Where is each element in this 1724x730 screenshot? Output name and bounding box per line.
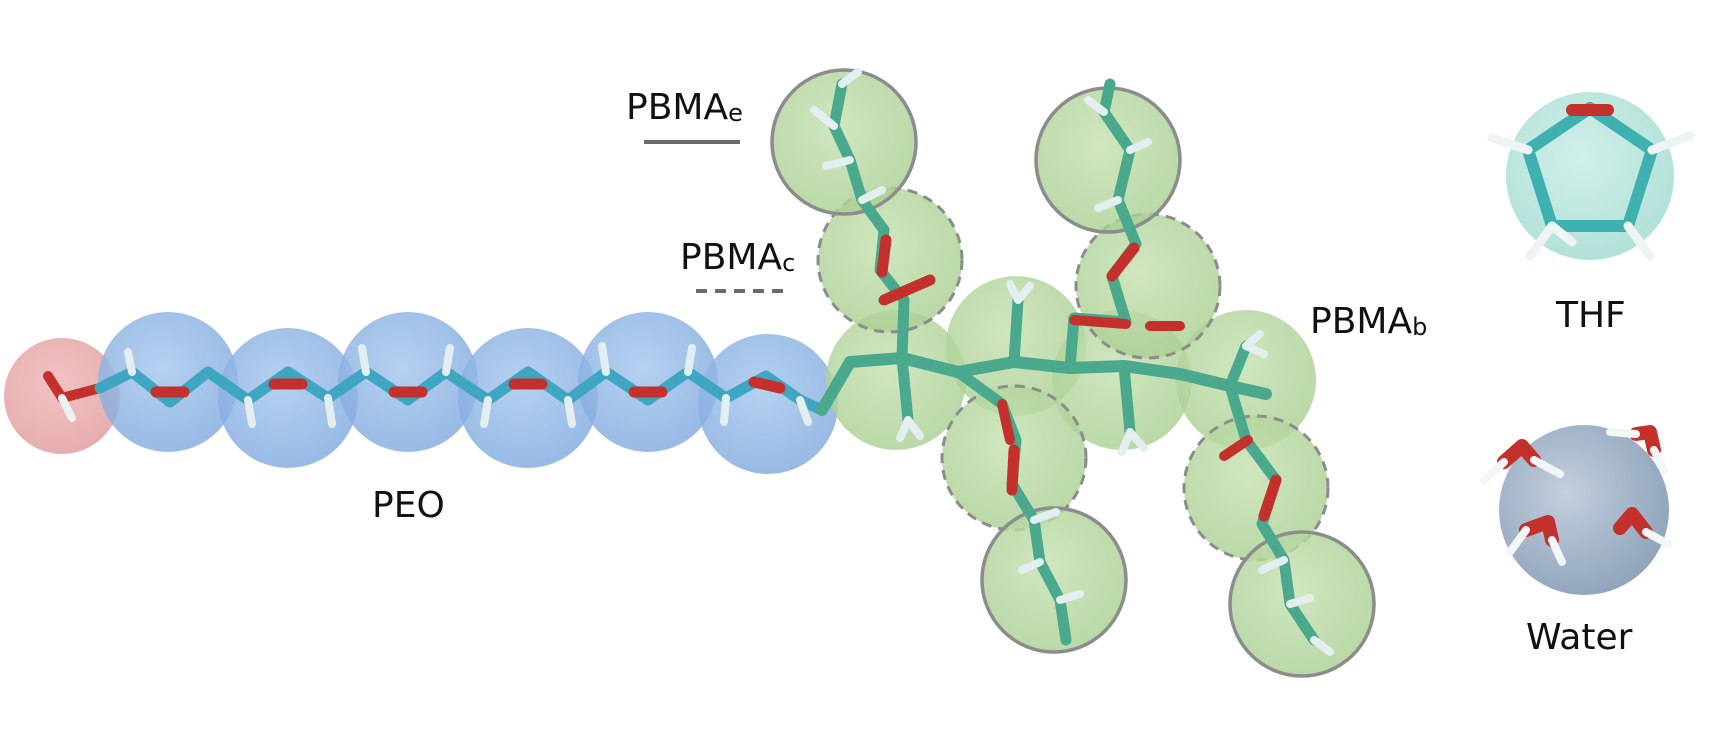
- peo-bead: [218, 328, 358, 468]
- pbma-c-bead: [1074, 212, 1222, 360]
- pbma-e-label-main: PBMA: [626, 87, 729, 128]
- pbma-b-label-main: PBMA: [1310, 301, 1413, 342]
- pbma-c-label-main: PBMA: [680, 237, 783, 278]
- pbma-c-label: PBMAc: [680, 240, 795, 276]
- pbma-c-label-sub: c: [782, 249, 796, 277]
- pbma-e-label-sub: e: [728, 99, 743, 127]
- peo-bead: [698, 334, 838, 474]
- peo-bead: [578, 312, 718, 452]
- pbma-e-label: PBMAe: [626, 90, 743, 126]
- pbma-b-bead: [826, 310, 966, 450]
- pbma-c-bead: [816, 186, 964, 334]
- pbma-b-label-sub: b: [1412, 313, 1428, 341]
- thf-molecule: [1487, 92, 1695, 261]
- peo-bead: [458, 328, 598, 468]
- peo-label: PEO: [372, 485, 445, 526]
- peo-bead: [338, 312, 478, 452]
- molecule-bonds: [43, 68, 1334, 656]
- pbma-b-label: PBMAb: [1310, 304, 1427, 340]
- pbma-c-bead: [1182, 414, 1330, 562]
- pbma-b-bead: [1176, 310, 1316, 450]
- water-label: Water: [1526, 617, 1633, 658]
- peo-beads: [4, 312, 838, 474]
- thf-label: THF: [1556, 295, 1626, 336]
- water-molecule: [1480, 425, 1672, 595]
- peo-bead: [98, 312, 238, 452]
